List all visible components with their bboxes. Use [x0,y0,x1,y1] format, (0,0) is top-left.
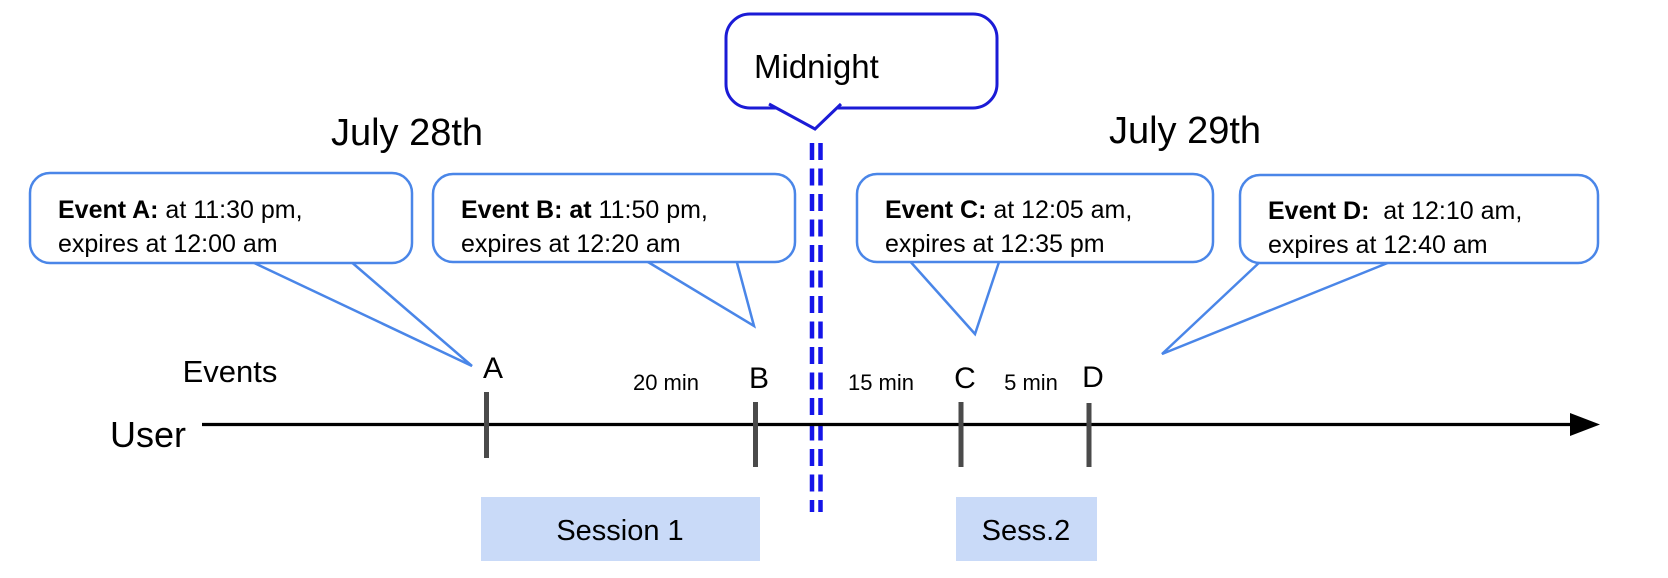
event-d-callout-tail [1161,258,1396,356]
event-d-line1: Event D: at 12:10 am, [1268,197,1522,225]
event-a-line1: Event A: at 11:30 pm, [58,196,303,224]
event-b-title: Event B: at [461,196,592,224]
interval-label-20min: 20 min [633,370,699,395]
interval-label-5min: 5 min [1004,370,1058,395]
event-b-line2: expires at 12:20 am [461,230,681,258]
event-a-callout-tail [247,258,473,368]
event-d-callout-bubble [1238,173,1600,265]
event-a-callout: Event A: at 11:30 pm, expires at 12:00 a… [28,171,473,368]
midnight-callout-tail [768,102,843,131]
session-2-box: Sess.2 [956,497,1097,561]
session-1-box: Session 1 [481,497,760,561]
midnight-dashed-line [809,143,823,512]
date-title-july-28: July 28th [331,112,483,154]
event-a-line2: expires at 12:00 am [58,230,278,258]
event-b-callout: Event B: at 11:50 pm, expires at 12:20 a… [431,172,797,329]
event-c-line1: Event C: at 12:05 am, [885,196,1132,224]
midnight-callout: Midnight [724,12,999,131]
event-b-time: 11:50 pm, [592,196,708,224]
timeline-arrowhead-icon [1570,413,1600,436]
timeline-axis [202,413,1600,436]
midnight-callout-bubble [724,12,999,110]
event-d-title: Event D: [1268,197,1369,225]
event-b-callout-tail [642,257,757,329]
session-2-rect [956,497,1097,561]
event-d-line2: expires at 12:40 am [1268,231,1488,259]
event-d-time: at 12:10 am, [1369,197,1522,225]
event-c-callout-bubble [855,172,1215,264]
event-c-callout-tail [907,258,1002,337]
user-label: User [110,414,186,455]
event-a-title: Event A: [58,196,158,224]
events-label: Events [183,354,278,389]
tick-label-d: D [1082,361,1104,394]
session-1-rect [481,497,760,561]
event-d-callout: Event D: at 12:10 am, expires at 12:40 a… [1161,173,1600,356]
event-a-callout-bubble [28,171,414,265]
tick-label-a: A [483,352,503,385]
session-2-label: Sess.2 [982,515,1071,547]
tick-label-c: C [954,362,976,395]
event-c-line2: expires at 12:35 pm [885,230,1105,258]
date-title-july-29: July 29th [1109,110,1261,152]
event-b-line1: Event B: at 11:50 pm, [461,196,708,224]
event-c-time: at 12:05 am, [986,196,1132,224]
event-b-callout-bubble [431,172,797,264]
timeline-ticks [484,392,1092,467]
interval-label-15min: 15 min [848,370,914,395]
event-a-time: at 11:30 pm, [158,196,302,224]
midnight-callout-label: Midnight [754,48,879,85]
session-1-label: Session 1 [556,515,683,547]
event-c-callout: Event C: at 12:05 am, expires at 12:35 p… [855,172,1215,337]
tick-label-b: B [749,362,769,395]
event-c-title: Event C: [885,196,986,224]
